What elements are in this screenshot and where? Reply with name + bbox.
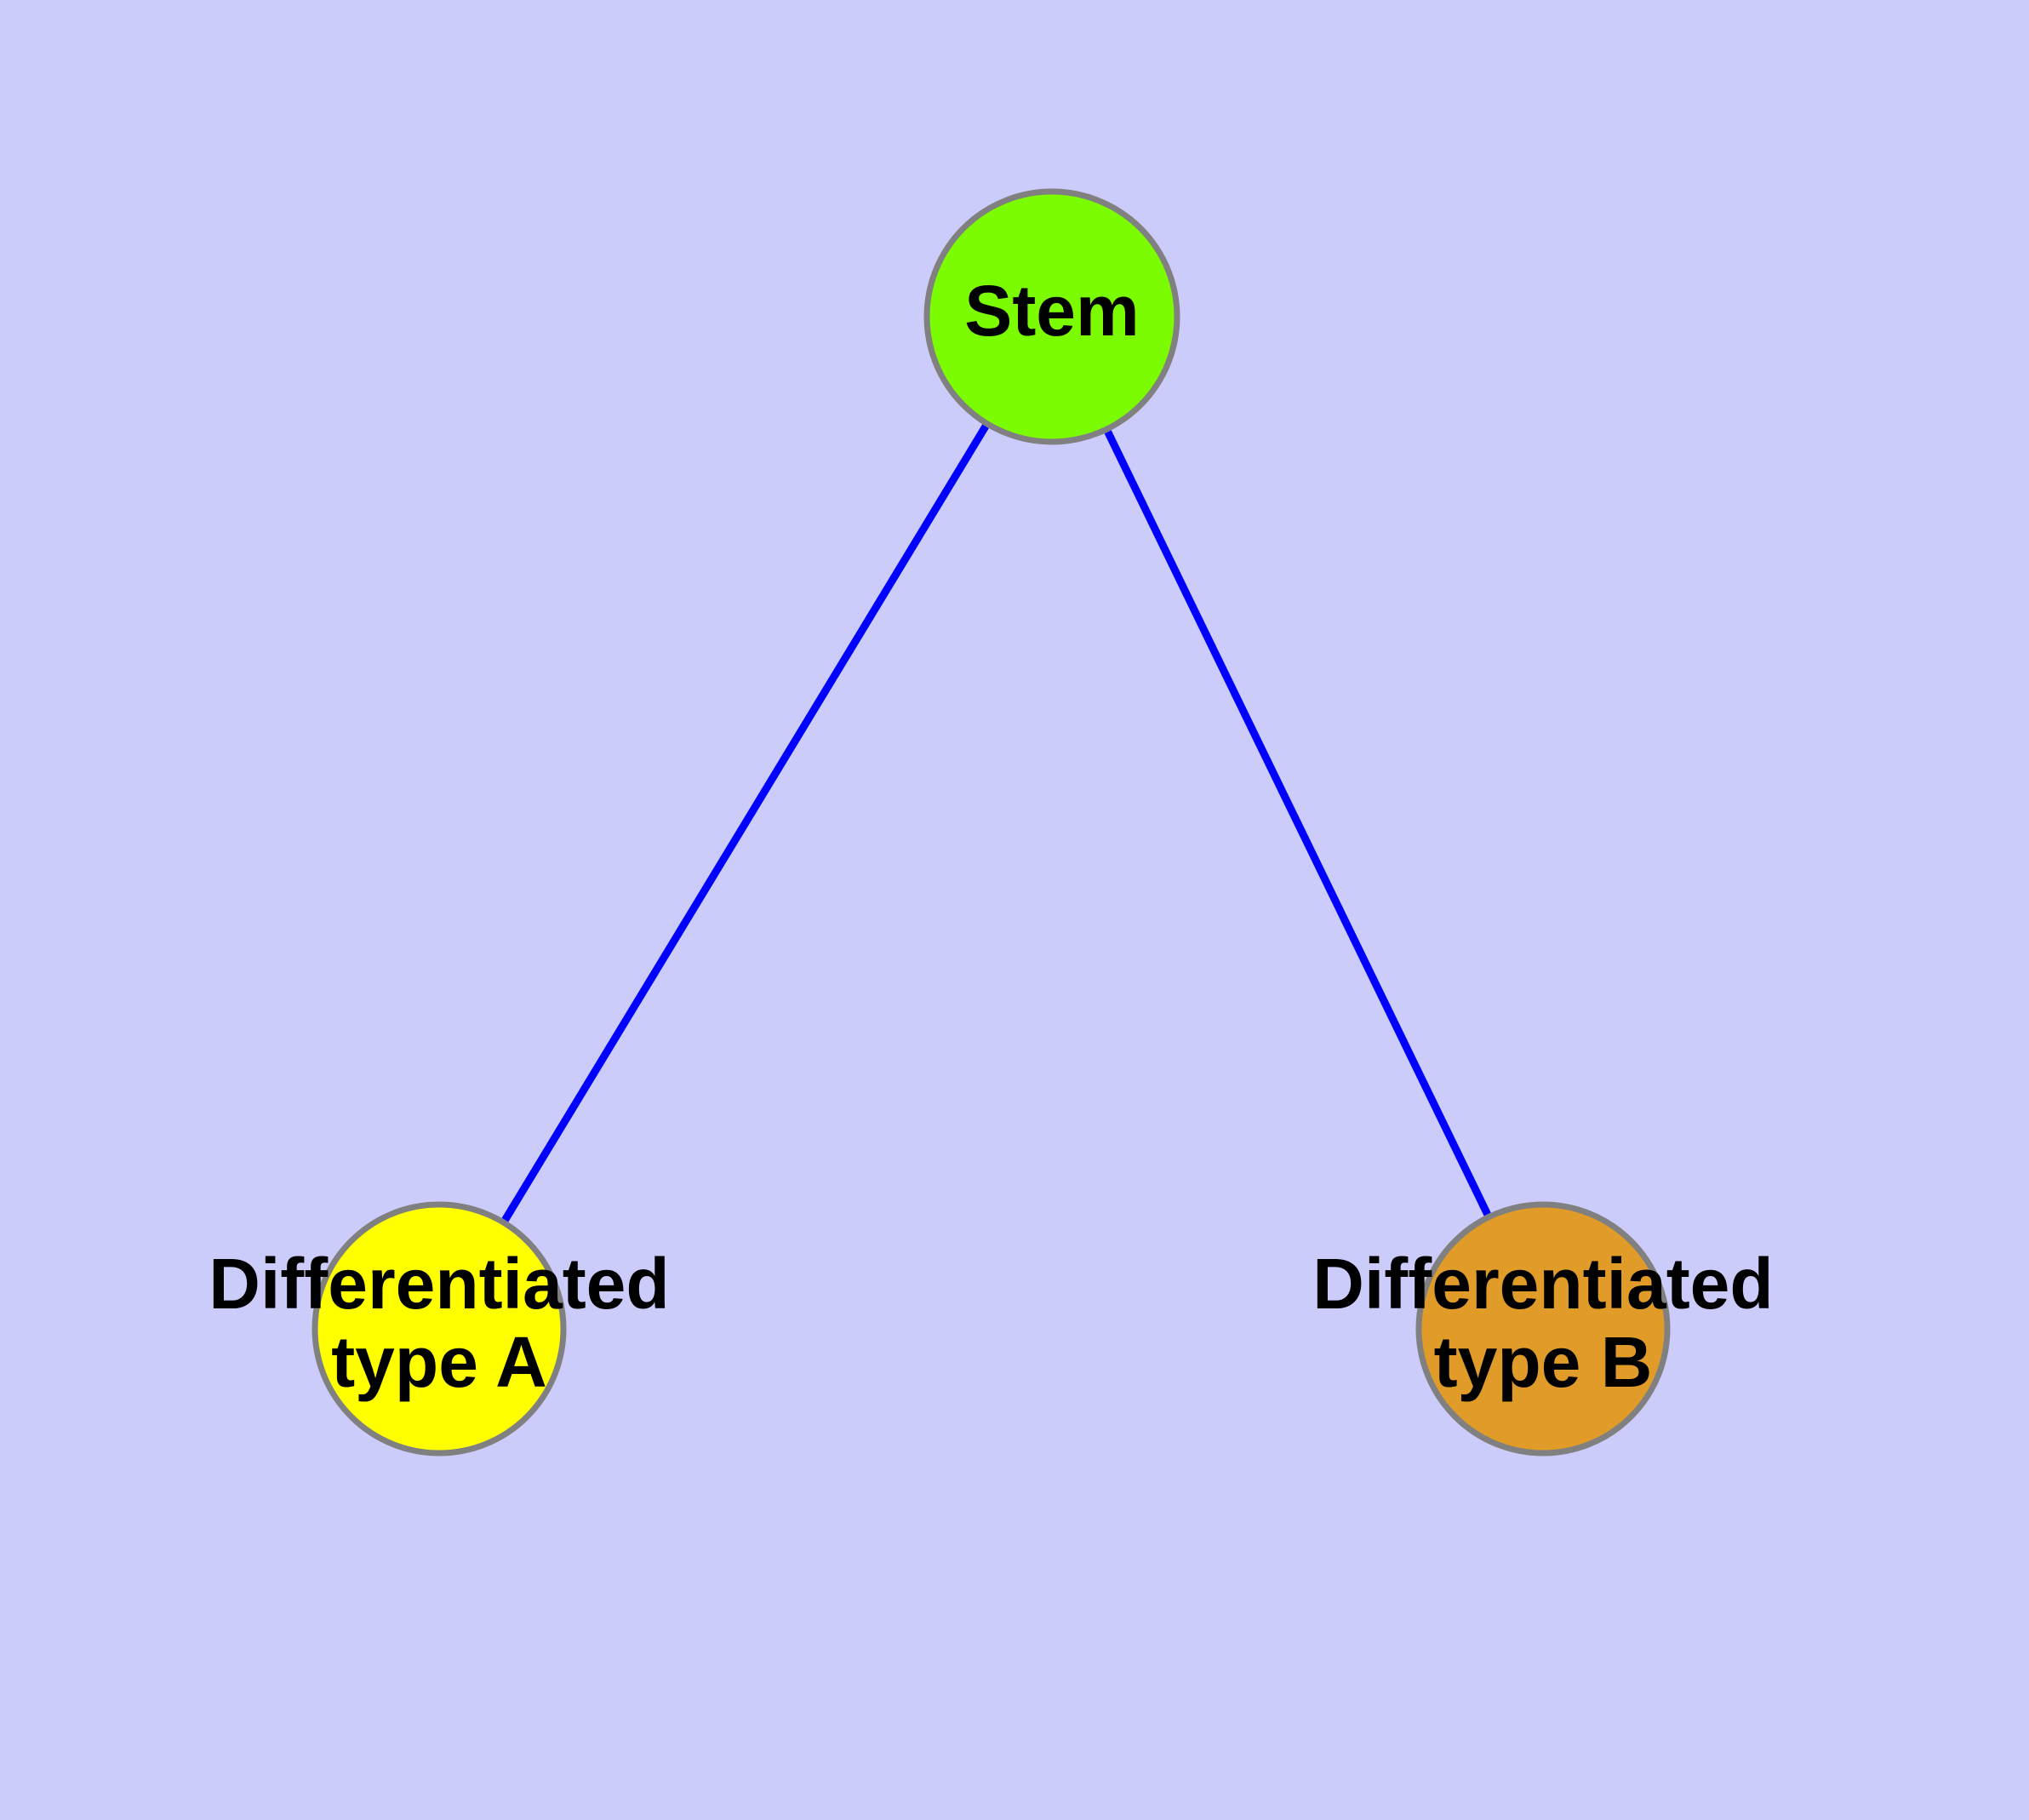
graph-edge-stem-to-b[interactable] [1104,430,1491,1216]
node-label-line: Differentiated [1312,1244,1773,1324]
node-circle-diff_b[interactable] [1415,1201,1671,1457]
node-label-stem: Stem [964,271,1139,351]
node-circle-diff_a[interactable] [311,1201,567,1457]
node-label-line: type B [1434,1322,1653,1402]
edges-layer [501,424,1491,1222]
node-circle-stem[interactable] [923,188,1180,445]
node-label-line: Stem [964,271,1139,351]
graph-edge-stem-to-a[interactable] [501,424,989,1222]
graph-node-stem[interactable]: Stem [923,188,1180,445]
node-label-line: type A [331,1322,547,1402]
node-label-line: Differentiated [209,1244,669,1324]
